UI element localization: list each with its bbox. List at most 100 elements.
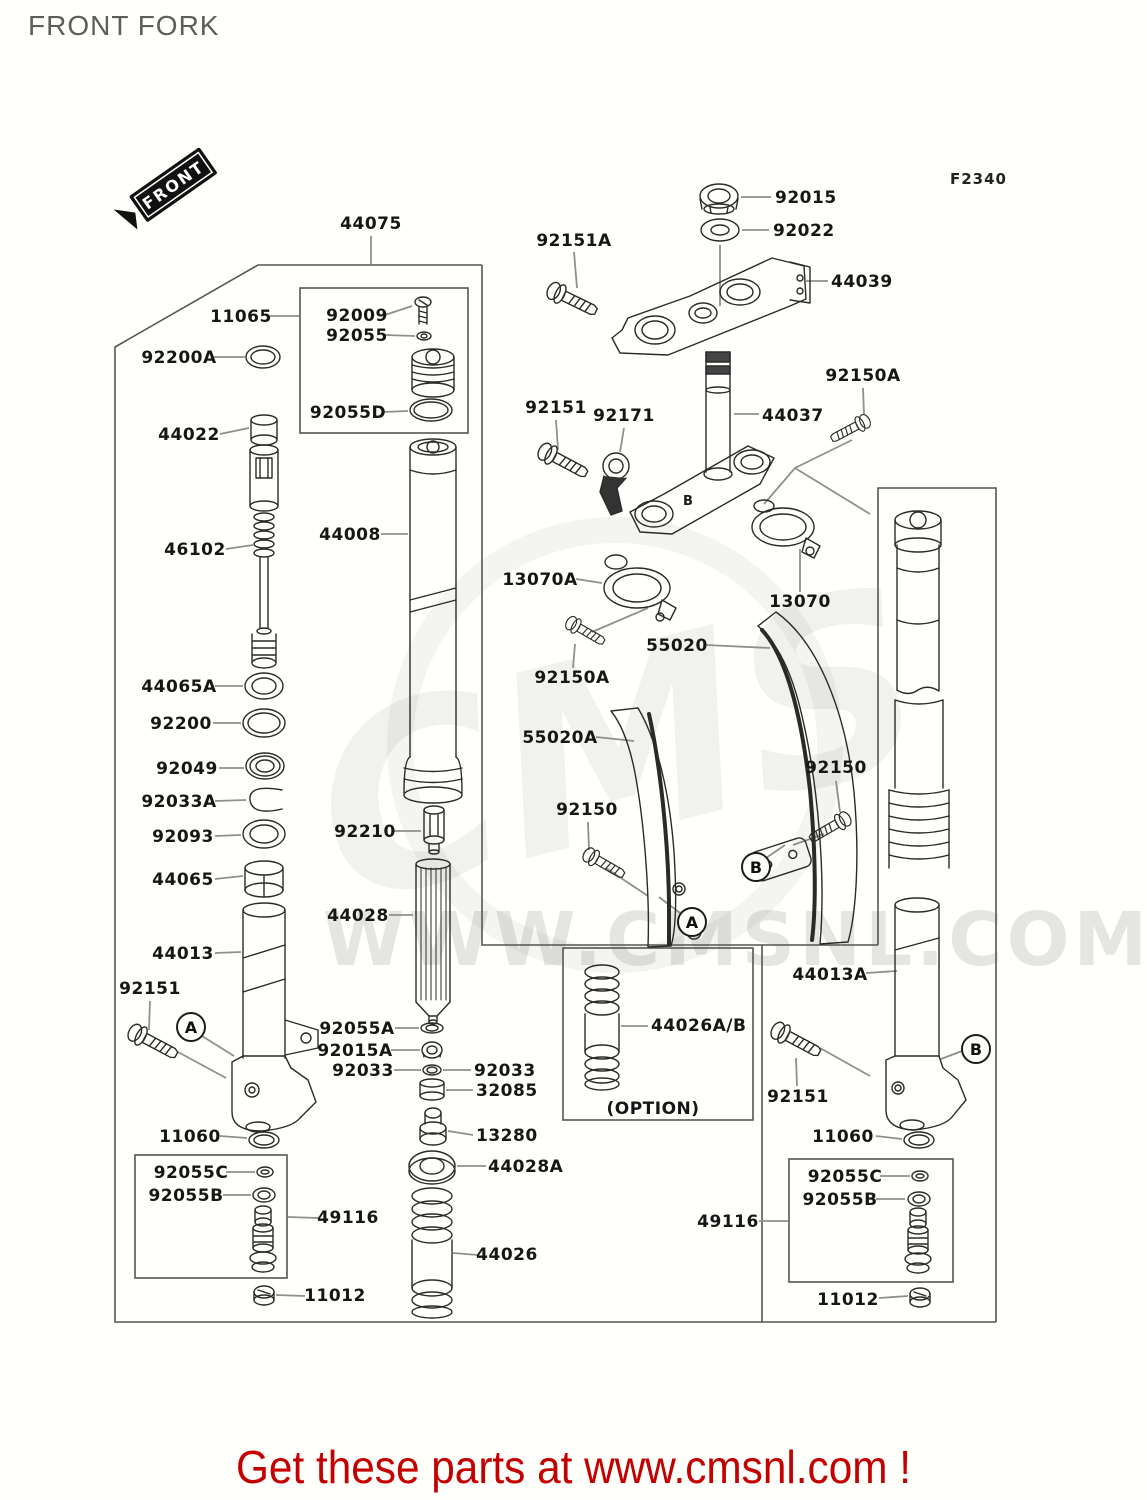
part-drawing-44013-outer-tube bbox=[231, 902, 319, 1133]
part-label-92055a: 92055A bbox=[319, 1019, 395, 1039]
part-label-55020: 55020 bbox=[646, 636, 708, 656]
part-drawing-44037-stem bbox=[629, 351, 775, 535]
part-drawing-44026-spring bbox=[411, 1187, 453, 1319]
part-label-44065a: 44065A bbox=[141, 677, 217, 697]
leader-line bbox=[384, 305, 413, 316]
part-drawing-92055d-oring bbox=[409, 398, 453, 422]
marker-circle bbox=[961, 1034, 991, 1064]
part-label-92151a: 92151A bbox=[536, 231, 612, 251]
part-drawing-92055-oring bbox=[416, 331, 432, 341]
leader-line bbox=[214, 799, 247, 802]
marker-letter: A bbox=[185, 1018, 198, 1037]
part-label-92200: 92200 bbox=[150, 714, 212, 734]
part-label-92022: 92022 bbox=[773, 221, 835, 241]
leader-lines bbox=[148, 196, 963, 1299]
part-drawing-44013a-assembled-fork bbox=[885, 510, 967, 1131]
page-title: FRONT FORK bbox=[28, 10, 220, 41]
part-label-92033: 92033 bbox=[332, 1061, 394, 1081]
main-panel-outline bbox=[114, 264, 996, 1323]
leader-line bbox=[794, 439, 853, 469]
part-drawing-92151-bolt-right bbox=[767, 1018, 825, 1063]
part-label-92015a: 92015A bbox=[317, 1041, 393, 1061]
leader-line bbox=[878, 1295, 909, 1299]
leader-line bbox=[794, 467, 871, 515]
part-label-11012: 11012 bbox=[817, 1290, 879, 1310]
part-label-44013a: 44013A bbox=[792, 965, 868, 985]
part-label-92200a: 92200A bbox=[141, 348, 217, 368]
part-label-44037: 44037 bbox=[762, 406, 824, 426]
part-label-44026ab: 44026A/B bbox=[651, 1016, 746, 1036]
marker-circle bbox=[741, 852, 771, 882]
part-drawing-44022-adjuster bbox=[249, 414, 279, 512]
leader-line bbox=[792, 833, 825, 846]
leader-line bbox=[575, 578, 603, 584]
leader-line bbox=[835, 780, 841, 813]
leader-line bbox=[201, 1035, 235, 1057]
part-label-92033a: 92033A bbox=[141, 792, 217, 812]
part-label-92009: 92009 bbox=[326, 306, 388, 326]
leader-line bbox=[865, 970, 898, 974]
part-drawing-44028a-washer bbox=[408, 1150, 456, 1185]
part-drawing-46102-cartridge bbox=[251, 512, 277, 669]
leader-line bbox=[452, 1252, 479, 1256]
part-label-44026: 44026 bbox=[476, 1245, 538, 1265]
part-drawing-44039-upper-clamp bbox=[611, 257, 811, 356]
leader-line bbox=[214, 951, 242, 954]
part-drawing-92015-nut bbox=[699, 183, 739, 215]
part-drawing-13280-valve bbox=[419, 1107, 447, 1146]
leader-line bbox=[819, 1047, 871, 1077]
part-drawing-92151-bolt-mid bbox=[534, 439, 592, 484]
part-drawing-92009-screw bbox=[414, 296, 432, 325]
part-label-44039: 44039 bbox=[831, 272, 893, 292]
front-direction-tag: FRONT bbox=[113, 147, 217, 230]
part-label-92150: 92150 bbox=[556, 800, 618, 820]
part-label-92055c: 92055C bbox=[808, 1167, 883, 1187]
part-label-49116: 49116 bbox=[317, 1208, 379, 1228]
part-drawing-92200a-ring bbox=[245, 345, 281, 369]
part-label-92055: 92055 bbox=[326, 326, 388, 346]
part-drawing-92200-ring bbox=[242, 708, 286, 738]
leader-line bbox=[940, 1050, 963, 1060]
part-drawing-92055c-oring-left bbox=[256, 1166, 274, 1178]
part-label-92033: 92033 bbox=[474, 1061, 536, 1081]
right-panel-outline bbox=[877, 487, 997, 1322]
leader-line bbox=[148, 1000, 151, 1031]
part-drawing-13070-clamp bbox=[751, 499, 821, 559]
part-drawing-fork-cap bbox=[411, 348, 455, 398]
part-drawing-49116-valve-left bbox=[249, 1205, 277, 1273]
part-label-92055b: 92055B bbox=[148, 1186, 223, 1206]
part-label-92210: 92210 bbox=[334, 822, 396, 842]
part-drawing-92049-seal bbox=[245, 752, 285, 780]
part-label-49116: 49116 bbox=[697, 1212, 759, 1232]
part-label-92015: 92015 bbox=[775, 188, 837, 208]
part-label-46102: 46102 bbox=[164, 540, 226, 560]
part-drawing-44026ab-option-spring bbox=[584, 964, 620, 1091]
marker-circle bbox=[176, 1012, 206, 1042]
part-label-92151: 92151 bbox=[119, 979, 181, 999]
inline-letter-b: B bbox=[683, 494, 693, 509]
part-label-92055c: 92055C bbox=[154, 1163, 229, 1183]
part-label-92171: 92171 bbox=[593, 406, 655, 426]
leader-line bbox=[219, 427, 250, 435]
leader-line bbox=[595, 736, 635, 742]
part-label-92049: 92049 bbox=[156, 759, 218, 779]
part-label-13070: 13070 bbox=[769, 592, 831, 612]
part-label-option: (OPTION) bbox=[606, 1099, 699, 1119]
part-drawing-92033-oring bbox=[422, 1064, 442, 1076]
leader-line bbox=[573, 251, 578, 289]
marker-letter: A bbox=[686, 913, 699, 932]
leader-line bbox=[587, 821, 590, 851]
part-drawing-92055b-oring-right bbox=[907, 1191, 931, 1207]
leader-line bbox=[384, 334, 416, 337]
part-label-55020a: 55020A bbox=[522, 728, 598, 748]
part-label-44022: 44022 bbox=[158, 425, 220, 445]
leader-line bbox=[862, 387, 865, 415]
part-label-92151: 92151 bbox=[767, 1087, 829, 1107]
middle-panel-divider bbox=[481, 265, 878, 946]
leader-line bbox=[875, 1135, 903, 1140]
watermark-cmsnl-url: WWW.CMSNL.COM bbox=[323, 897, 1147, 983]
leader-line bbox=[225, 544, 254, 550]
part-label-11012: 11012 bbox=[304, 1286, 366, 1306]
part-drawing-11060-ring-left bbox=[248, 1131, 280, 1149]
